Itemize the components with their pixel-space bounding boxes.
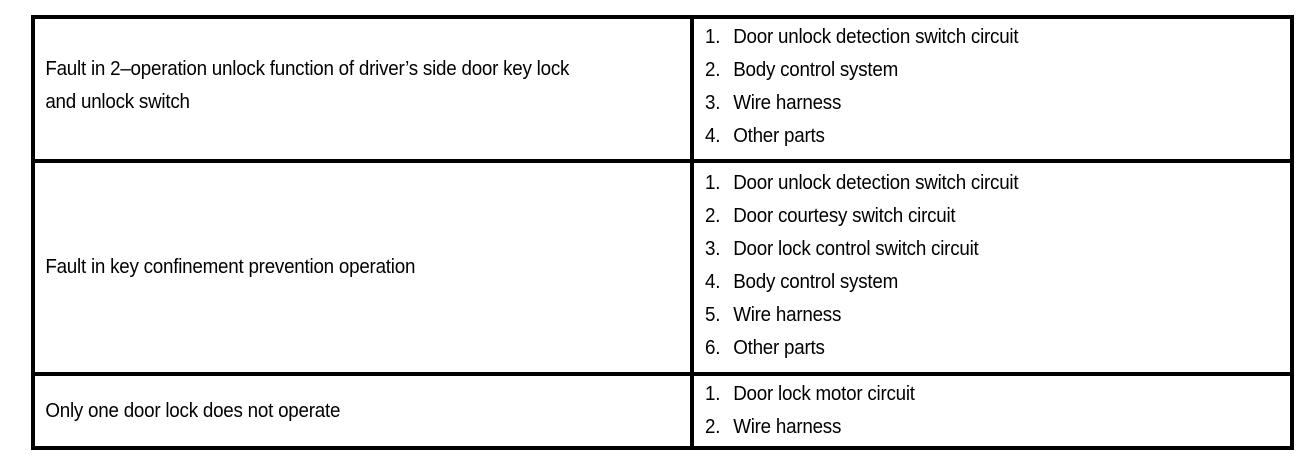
fault-symptom-table: Fault in 2–operation unlock function of … xyxy=(31,15,1294,450)
list-item-label: Door courtesy switch circuit xyxy=(733,205,956,228)
list-item-label: Wire harness xyxy=(733,416,842,439)
table-row: Fault in 2–operation unlock function of … xyxy=(33,17,1292,161)
list-item-number: 1. xyxy=(705,383,721,406)
causes-list: 1. Door unlock detection switch circuit 2… xyxy=(694,167,1290,365)
list-item-label: Other parts xyxy=(733,337,825,360)
list-item-number: 1. xyxy=(705,25,721,48)
list-item: 2. Wire harness xyxy=(705,411,1246,444)
list-item: 2. Door courtesy switch circuit xyxy=(705,200,1246,233)
list-item: 6. Other parts xyxy=(705,332,1246,365)
list-item-label: Wire harness xyxy=(733,304,842,327)
symptom-text: Fault in key confinement prevention oper… xyxy=(45,255,416,278)
symptom-cell: Fault in 2–operation unlock function of … xyxy=(33,17,694,161)
list-item: 1. Door unlock detection switch circuit xyxy=(705,167,1246,200)
list-item-label: Door unlock detection switch circuit xyxy=(733,25,1019,48)
list-item-label: Body control system xyxy=(733,271,899,294)
list-item: 1. Door unlock detection switch circuit xyxy=(705,21,1246,54)
symptom-cell: Fault in key confinement prevention oper… xyxy=(33,158,694,375)
list-item-number: 6. xyxy=(705,337,721,360)
table-row: Fault in key confinement prevention oper… xyxy=(33,158,1292,375)
causes-cell: 1. Door unlock detection switch circuit 2… xyxy=(692,17,1292,161)
list-item-number: 1. xyxy=(705,172,721,195)
causes-list: 1. Door lock motor circuit 2. Wire harness xyxy=(694,378,1290,444)
causes-list: 1. Door unlock detection switch circuit 2… xyxy=(694,21,1290,153)
list-item-label: Wire harness xyxy=(733,91,842,114)
list-item: 1. Door lock motor circuit xyxy=(705,378,1246,411)
list-item-number: 5. xyxy=(705,304,721,327)
list-item-number: 2. xyxy=(705,416,721,439)
list-item-number: 3. xyxy=(705,91,721,114)
causes-cell: 1. Door unlock detection switch circuit 2… xyxy=(692,158,1292,375)
fault-table-body: Fault in 2–operation unlock function of … xyxy=(33,17,1292,448)
list-item-number: 3. xyxy=(705,238,721,261)
list-item-number: 4. xyxy=(705,271,721,294)
symptom-text: Only one door lock does not operate xyxy=(45,399,341,422)
list-item: 5. Wire harness xyxy=(705,299,1246,332)
list-item-label: Door lock motor circuit xyxy=(733,383,915,406)
list-item-number: 2. xyxy=(705,205,721,228)
list-item-label: Body control system xyxy=(733,58,899,81)
symptom-cell: Only one door lock does not operate xyxy=(33,372,694,448)
list-item-label: Door unlock detection switch circuit xyxy=(733,172,1019,195)
list-item-number: 2. xyxy=(705,58,721,81)
list-item: 2. Body control system xyxy=(705,54,1246,87)
symptom-text: Fault in 2–operation unlock function of … xyxy=(45,57,570,113)
causes-cell: 1. Door lock motor circuit 2. Wire harness xyxy=(692,372,1292,448)
list-item: 4. Other parts xyxy=(705,120,1246,153)
table-row: Only one door lock does not operate 1. Do… xyxy=(33,372,1292,448)
list-item-number: 4. xyxy=(705,124,721,147)
list-item-label: Door lock control switch circuit xyxy=(733,238,979,261)
list-item: 3. Door lock control switch circuit xyxy=(705,233,1246,266)
list-item: 4. Body control system xyxy=(705,266,1246,299)
list-item-label: Other parts xyxy=(733,124,825,147)
list-item: 3. Wire harness xyxy=(705,87,1246,120)
